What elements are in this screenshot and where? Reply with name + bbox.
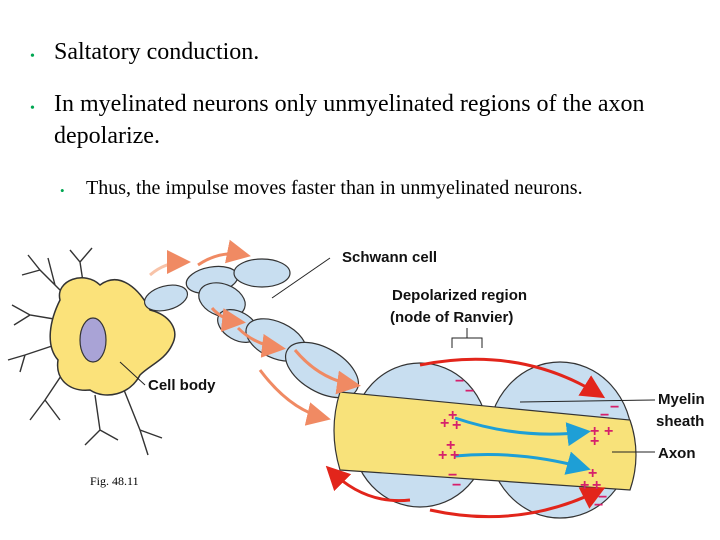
- current-arrow-top: [454, 416, 591, 447]
- label-axon: Axon: [658, 445, 696, 462]
- plus-sign: +: [588, 465, 597, 482]
- cell-body: [49, 277, 176, 396]
- plus-sign: +: [446, 437, 455, 454]
- plus-sign: +: [604, 423, 613, 440]
- arrow-orange-6: [149, 250, 191, 277]
- bullet-dot-icon: •: [60, 183, 65, 198]
- minus-sign: −: [465, 383, 474, 400]
- minus-sign: −: [448, 467, 457, 484]
- plus-sign: +: [590, 433, 599, 450]
- plus-sign: +: [448, 407, 457, 424]
- axon-core: [333, 391, 637, 491]
- plus-sign: +: [450, 447, 459, 464]
- arrow-orange-4: [210, 307, 246, 332]
- myelin-chain: [143, 258, 359, 399]
- plus-sign: +: [592, 477, 601, 494]
- plus-sign: +: [452, 417, 461, 434]
- arrow-red-left: [325, 465, 411, 503]
- plus-sign: +: [590, 423, 599, 440]
- minus-sign: −: [594, 497, 603, 514]
- label-node-of-ranvier: (node of Ranvier): [390, 309, 513, 326]
- minus-sign: −: [610, 399, 619, 416]
- dendrites: [7, 247, 163, 456]
- label-schwann-cell: Schwann cell: [342, 249, 437, 266]
- arrow-red-bottom: [429, 487, 606, 519]
- arrow-red-top: [419, 357, 606, 399]
- label-cell-body: Cell body: [148, 377, 216, 394]
- bullet-saltatory: • Saltatory conduction.: [30, 36, 690, 68]
- arrow-orange-2: [258, 369, 331, 426]
- label-sheath: sheath: [656, 413, 704, 430]
- label-depolarized-region: Depolarized region: [392, 287, 527, 304]
- minus-sign: −: [600, 407, 609, 424]
- minus-sign: −: [455, 373, 464, 390]
- arrow-orange-5: [197, 239, 251, 267]
- bullet-text: In myelinated neurons only unmyelinated …: [54, 91, 645, 149]
- current-arrow-bottom: [454, 451, 591, 475]
- arrow-orange-1: [293, 349, 361, 395]
- plus-sign: +: [438, 447, 447, 464]
- minus-sign: −: [598, 489, 607, 506]
- bullet-myelinated: • In myelinated neurons only unmyelinate…: [30, 88, 700, 152]
- label-myelin: Myelin: [658, 391, 705, 408]
- sub-bullet-faster: • Thus, the impulse moves faster than in…: [60, 174, 700, 202]
- nucleus: [79, 317, 107, 363]
- bullet-text: Thus, the impulse moves faster than in u…: [86, 177, 583, 199]
- minus-sign: −: [452, 477, 461, 494]
- figure-label: Fig. 48.11: [90, 474, 139, 488]
- bullet-dot-icon: •: [30, 49, 35, 64]
- leader-lines: [119, 257, 656, 453]
- plus-sign: +: [580, 477, 589, 494]
- bullet-text: Saltatory conduction.: [54, 39, 260, 65]
- plus-sign: +: [440, 415, 449, 432]
- bullet-dot-icon: •: [30, 101, 35, 116]
